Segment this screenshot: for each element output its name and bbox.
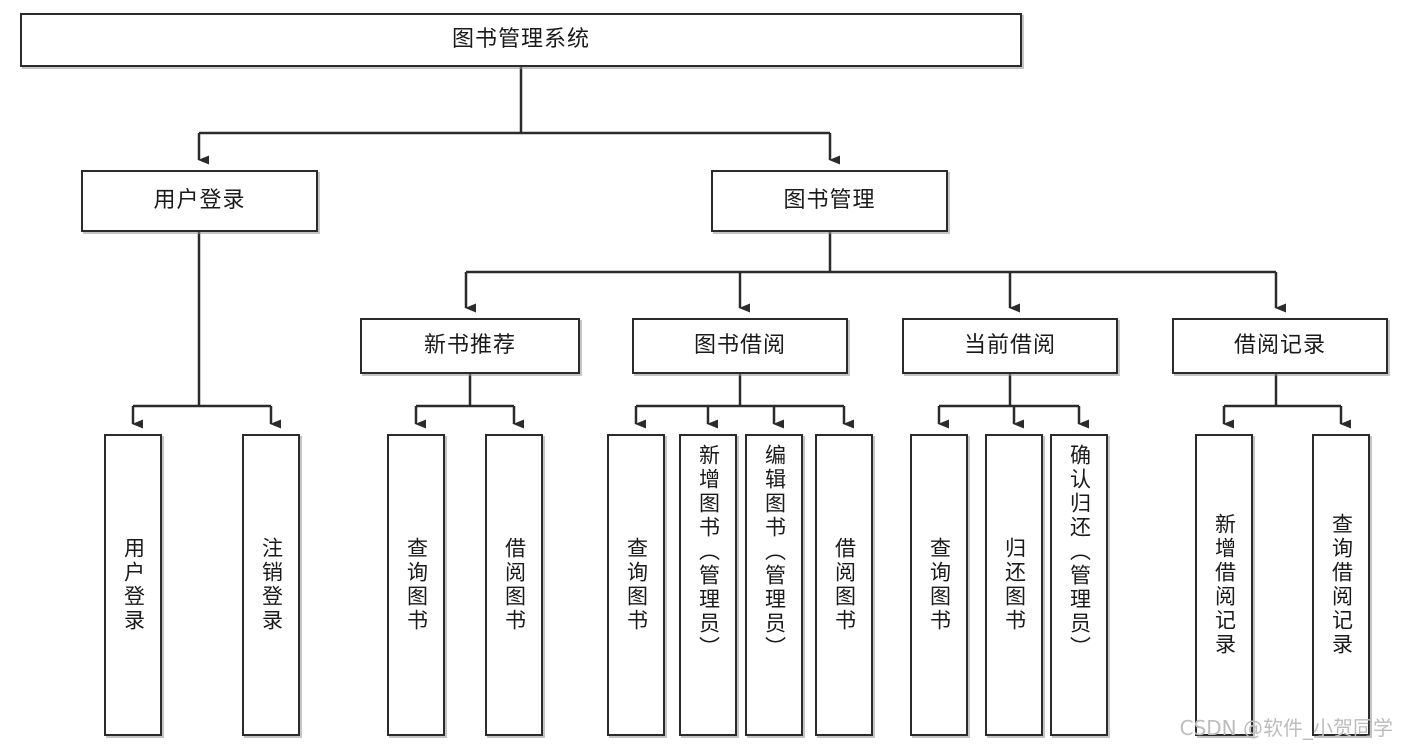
node-leaf-query-book-2-label: 查询图书 (624, 537, 649, 633)
node-leaf-query-book-1-label: 查询图书 (404, 537, 429, 633)
node-leaf-add-record-label: 新增借阅记录 (1212, 513, 1237, 657)
node-leaf-confirm-return[interactable]: 确认归还（管理员） (1050, 434, 1108, 736)
node-leaf-query-record[interactable]: 查询借阅记录 (1312, 434, 1370, 736)
node-leaf-confirm-return-label: 确认归还（管理员） (1067, 444, 1092, 660)
node-leaf-user-login-label: 用户登录 (121, 537, 146, 633)
node-user-login-label: 用户登录 (153, 187, 246, 213)
node-leaf-borrow-book-2[interactable]: 借阅图书 (815, 434, 873, 736)
edge-currentborrow-to-leaves (937, 374, 1089, 429)
node-leaf-edit-book-label: 编辑图书（管理员） (762, 444, 787, 660)
node-user-login[interactable]: 用户登录 (81, 170, 318, 232)
node-leaf-add-book[interactable]: 新增图书（管理员） (679, 434, 737, 736)
node-leaf-query-record-label: 查询借阅记录 (1329, 513, 1354, 657)
node-new-book-rec-label: 新书推荐 (423, 332, 516, 358)
node-leaf-user-login[interactable]: 用户登录 (104, 434, 162, 736)
node-book-manage[interactable]: 图书管理 (711, 170, 948, 232)
edge-bookborrow-to-leaves (634, 374, 854, 429)
node-leaf-add-book-label: 新增图书（管理员） (696, 444, 721, 660)
node-leaf-edit-book[interactable]: 编辑图书（管理员） (745, 434, 803, 736)
edge-borrowrecord-to-leaves (1222, 374, 1351, 429)
node-root-label: 图书管理系统 (451, 26, 590, 52)
node-current-borrow[interactable]: 当前借阅 (902, 318, 1118, 374)
edge-newbookrec-to-leaves (414, 374, 524, 429)
node-leaf-query-book-3[interactable]: 查询图书 (910, 434, 968, 736)
node-root-system[interactable]: 图书管理系统 (20, 13, 1022, 67)
node-leaf-logout[interactable]: 注销登录 (242, 434, 300, 736)
node-new-book-rec[interactable]: 新书推荐 (360, 318, 580, 374)
node-leaf-borrow-book-2-label: 借阅图书 (832, 537, 857, 633)
node-borrow-record-label: 借阅记录 (1233, 332, 1326, 358)
node-leaf-query-book-1[interactable]: 查询图书 (387, 434, 445, 736)
edge-bookmanage-to-level3 (464, 232, 1286, 313)
node-leaf-borrow-book-1[interactable]: 借阅图书 (485, 434, 543, 736)
edge-userlogin-to-leaves (131, 232, 281, 429)
node-leaf-return-book[interactable]: 归还图书 (985, 434, 1043, 736)
node-book-borrow-label: 图书借阅 (693, 332, 786, 358)
node-book-manage-label: 图书管理 (783, 187, 876, 213)
node-leaf-add-record[interactable]: 新增借阅记录 (1195, 434, 1253, 736)
node-leaf-logout-label: 注销登录 (259, 537, 284, 633)
node-leaf-query-book-2[interactable]: 查询图书 (607, 434, 665, 736)
node-leaf-return-book-label: 归还图书 (1002, 537, 1027, 633)
node-current-borrow-label: 当前借阅 (963, 332, 1056, 358)
edge-root-to-level2 (197, 67, 840, 165)
node-book-borrow[interactable]: 图书借阅 (632, 318, 848, 374)
node-leaf-query-book-3-label: 查询图书 (927, 537, 952, 633)
node-borrow-record[interactable]: 借阅记录 (1172, 318, 1388, 374)
node-leaf-borrow-book-1-label: 借阅图书 (502, 537, 527, 633)
